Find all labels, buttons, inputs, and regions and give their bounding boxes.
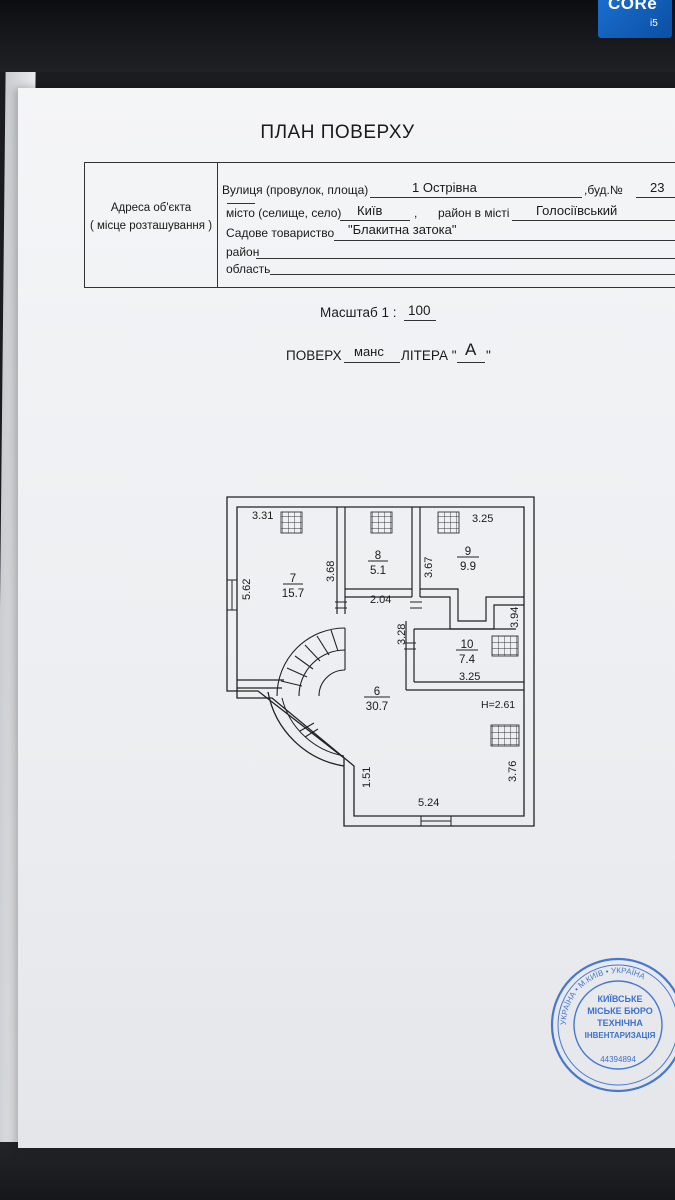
building-value: 23 [650, 180, 665, 195]
radiator-room9 [437, 511, 460, 534]
dim-bottom-right: 3.76 [507, 761, 519, 782]
badge-brand: CORe [608, 0, 658, 13]
room8-number: 8 [375, 550, 381, 562]
room6-area: 30.7 [366, 701, 388, 713]
room7-number: 7 [290, 573, 296, 585]
interior-walls [237, 507, 524, 691]
dim-room7-right: 3.68 [325, 561, 337, 582]
room10-number: 10 [461, 639, 474, 651]
window-marks [226, 579, 452, 827]
dim-top-left: 3.31 [252, 510, 273, 522]
address-label-line2: ( місце розташування ) [89, 220, 213, 232]
garden-label: Садове товариство [226, 226, 335, 240]
room-fraction-lines [283, 556, 479, 698]
litera-close: " [486, 348, 491, 363]
badge-model: i5 [650, 18, 658, 29]
official-stamp: УКРАЇНА • М.КИЇВ • УКРАЇНА КИЇВСЬКЕ МІСЬ… [550, 957, 675, 1093]
dim-room10-left: 3.28 [396, 624, 408, 645]
room9-area: 9.9 [460, 561, 476, 573]
raion-underline [256, 258, 675, 259]
stamp-line2: МІСЬКЕ БЮРО [587, 1006, 653, 1016]
room8-area: 5.1 [370, 565, 386, 577]
radiator-room8 [370, 511, 393, 534]
building-underline [636, 197, 675, 198]
raion-label: район [226, 245, 260, 259]
outer-walls [226, 496, 535, 827]
dim-ceiling: H=2.61 [481, 699, 515, 711]
address-label-line1: Адреса об'єкта [110, 202, 192, 214]
litera-underline [457, 362, 485, 363]
room7-area: 15.7 [282, 588, 304, 600]
floor-label: ПОВЕРХ [286, 348, 342, 363]
radiator-room10 [491, 635, 519, 657]
street-value: 1 Острівна [412, 180, 477, 195]
garden-underline [334, 240, 675, 241]
dim-left-height: 5.62 [241, 579, 253, 600]
building-label: ,буд.№ [584, 183, 623, 197]
table-divider [217, 163, 218, 287]
dimension-labels: 3.31 3.25 5.62 3.68 3.67 2.04 3.94 3.28 … [241, 510, 521, 809]
page-title: ПЛАН ПОВЕРХУ [260, 122, 415, 143]
district-label: район в місті [438, 206, 510, 220]
stamp-line4: ІНВЕНТАРИЗАЦІЯ [585, 1031, 656, 1040]
district-value: Голосіївський [536, 203, 618, 218]
scale-underline [404, 320, 436, 321]
address-label: Адреса об'єкта ( місце розташування ) [85, 199, 217, 235]
city-comma: , [414, 206, 418, 220]
district-underline [512, 220, 675, 221]
floor-value: манс [354, 344, 384, 359]
scale-label: Масштаб 1 : [320, 305, 397, 320]
oblast-label: область [226, 262, 271, 276]
litera-label: ЛІТЕРА " [401, 348, 457, 363]
dim-bottom-width: 5.24 [418, 797, 439, 809]
stamp-line1: КИЇВСЬКЕ [597, 994, 642, 1004]
city-label: місто (селище, село) [226, 206, 342, 220]
dim-corridor: 2.04 [370, 594, 391, 606]
city-value: Київ [357, 203, 383, 218]
street-label: Вулиця (провулок, площа) [222, 183, 369, 197]
spiral-stair [267, 627, 346, 767]
intel-core-badge: CORe i5 [598, 0, 672, 38]
room9-number: 9 [465, 546, 471, 558]
dim-room9-left: 3.67 [423, 557, 435, 578]
laptop-edge: CORe i5 [0, 0, 675, 72]
city-underline [340, 220, 410, 221]
dim-bottom-left: 1.51 [361, 767, 373, 788]
dim-right-height: 3.94 [509, 607, 521, 628]
oblast-underline [270, 274, 675, 275]
scale-value: 100 [408, 303, 431, 318]
street-underline [370, 197, 582, 198]
radiator-room7 [280, 511, 303, 534]
stamp-code: 44394894 [600, 1055, 636, 1064]
floor-underline [344, 362, 400, 363]
city-tick [227, 203, 255, 204]
stamp-line3: ТЕХНІЧНА [597, 1018, 643, 1028]
dim-top-right: 3.25 [472, 513, 493, 525]
document-sheet [18, 88, 675, 1148]
room10-area: 7.4 [459, 654, 476, 666]
room6-number: 6 [374, 686, 380, 698]
garden-value: "Блакитна затока" [348, 222, 457, 237]
dim-room10-bottom: 3.25 [459, 671, 480, 683]
litera-value: А [465, 340, 477, 359]
radiator-room6 [490, 724, 520, 747]
room-labels: 7 15.7 8 5.1 9 9.9 10 7.4 6 30.7 [282, 546, 476, 713]
address-table: Адреса об'єкта ( місце розташування ) [84, 162, 675, 288]
radiators [280, 511, 520, 747]
